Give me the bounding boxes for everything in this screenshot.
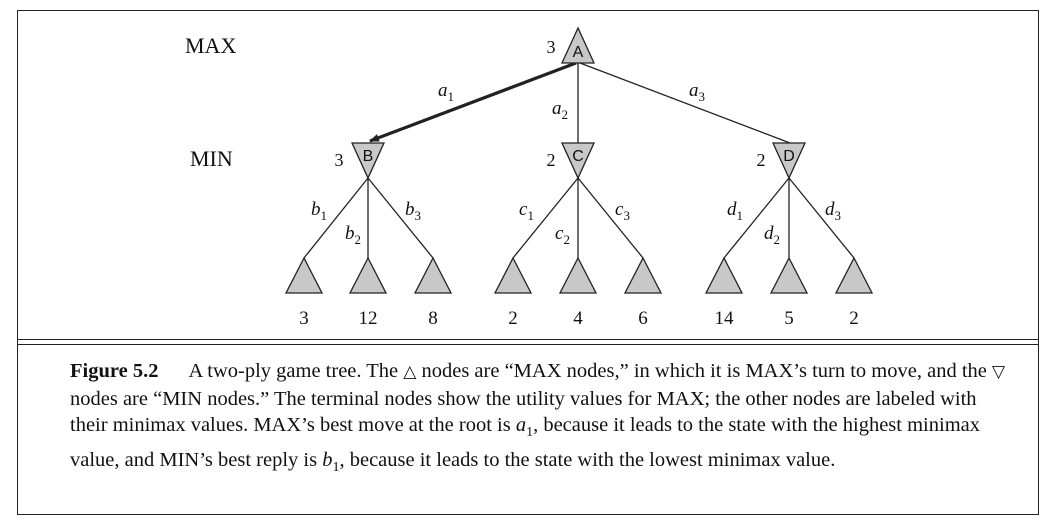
leaf-value: 2 [508, 308, 518, 329]
caption-text: nodes,” in which it is [561, 360, 746, 382]
terminal-node [284, 256, 324, 294]
edge-label-b2: b2 [345, 223, 361, 247]
edge-d1 [723, 177, 790, 259]
edge-label-c1: c1 [519, 199, 534, 223]
terminal-node [704, 256, 744, 294]
node-a-letter: A [573, 44, 584, 61]
min-level-label: MIN [190, 146, 233, 171]
caption-text: A two-ply game tree. The [188, 360, 404, 382]
leaf-value: 6 [638, 308, 648, 329]
caption-min-term: MIN [159, 448, 200, 471]
terminal-node [348, 256, 388, 294]
edge-label-c2: c2 [555, 223, 570, 247]
terminal-node [558, 256, 598, 294]
edge-label-d1: d1 [727, 199, 743, 223]
edge-d3 [788, 177, 855, 259]
caption-max-term: MAX [656, 387, 705, 410]
caption-min-term: MIN [162, 387, 203, 410]
node-a-value: 3 [547, 37, 556, 57]
frame-divider-top [17, 339, 1039, 340]
leaf-value: 5 [784, 308, 794, 329]
max-triangle-symbol: △ [403, 362, 417, 382]
caption-max-term: MAX [253, 414, 302, 436]
caption-max-term: MAX [513, 360, 562, 382]
edge-label-d2: d2 [764, 223, 780, 247]
caption-text: ’s best reply is [199, 448, 323, 471]
edge-label-a3: a3 [689, 80, 705, 104]
caption-text: nodes are “ [70, 387, 163, 410]
max-node-a [560, 26, 596, 64]
caption-text: , because it leads to the state with the… [70, 414, 980, 471]
caption-math-b1: b1 [322, 448, 340, 475]
caption-math-a1: a1 [515, 414, 534, 441]
caption-text: nodes are “ [416, 360, 514, 382]
node-d-letter: D [783, 148, 795, 165]
figure-label: Figure 5.2 [70, 360, 159, 382]
node-c-value: 2 [547, 150, 556, 170]
edge-label-a1: a1 [438, 80, 454, 104]
min-node-c [560, 142, 596, 180]
terminal-node [623, 256, 663, 294]
terminal-node [834, 256, 874, 294]
edge-c3 [577, 177, 644, 259]
caption-text: ; the other nodes are labeled with their… [70, 387, 977, 437]
edge-label-d3: d3 [825, 199, 841, 223]
node-c-letter: C [572, 148, 584, 165]
caption-max-term: MAX [745, 360, 794, 382]
figure-frame [17, 10, 1039, 515]
game-tree-diagram: MAX MIN a1 a2 a3 A 3 b1 b2 b3 c1 c2 c3 d… [185, 26, 874, 329]
edge-label-b3: b3 [405, 199, 421, 223]
caption-text: ’s turn to move, and the [793, 360, 992, 382]
terminal-node [413, 256, 453, 294]
edge-b1 [303, 177, 369, 259]
edge-a3 [579, 62, 791, 144]
caption-text: , because it leads to the state with the… [339, 448, 836, 471]
edge-label-c3: c3 [615, 199, 630, 223]
node-b-letter: B [363, 148, 374, 165]
figure-caption: Figure 5.2 A two-ply game tree. The △ nod… [70, 358, 1010, 481]
min-node-b [350, 142, 386, 180]
max-level-label: MAX [185, 33, 236, 58]
edge-label-b1: b1 [311, 199, 327, 223]
node-b-value: 3 [335, 150, 344, 170]
min-triangle-symbol: ▽ [992, 362, 1006, 382]
leaf-value: 14 [715, 308, 735, 329]
edge-a1-best-move [369, 61, 577, 143]
leaf-value: 4 [573, 308, 583, 329]
leaf-value: 12 [359, 308, 378, 329]
edge-b3 [367, 177, 434, 259]
edge-label-a2: a2 [552, 98, 568, 122]
min-node-d [771, 142, 807, 180]
leaf-value: 2 [849, 308, 859, 329]
terminal-node [769, 256, 809, 294]
edge-c1 [512, 177, 579, 259]
terminal-node [493, 256, 533, 294]
frame-divider-bottom [17, 344, 1039, 345]
leaf-value: 3 [299, 308, 309, 329]
caption-text: ’s best move at the root is [301, 414, 516, 436]
node-d-value: 2 [757, 150, 766, 170]
leaf-value: 8 [428, 308, 438, 329]
caption-text: nodes.” The terminal nodes show the util… [202, 387, 657, 410]
